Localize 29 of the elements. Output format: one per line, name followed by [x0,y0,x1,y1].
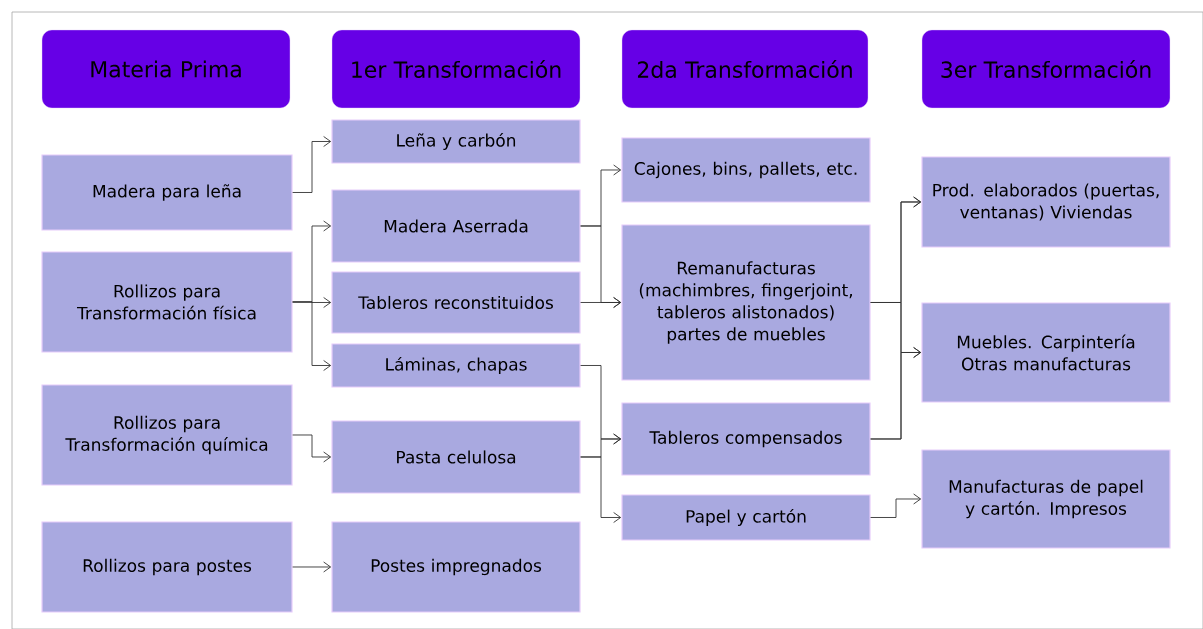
process-box: Remanufacturas (machimbres, fingerjoint, tableros alistonados) partes de muebles [621,224,871,381]
column-header: Materia Prima [41,29,291,109]
arrow [580,456,622,523]
process-box: Muebles. Carpintería Otras manufacturas [921,302,1171,403]
process-box: Prod. elaborados (puertas, ventanas) Viviendas [921,156,1171,248]
column-header: 3er Transformación [921,29,1171,109]
column-header: 2da Transformación [621,29,869,109]
process-box: Leña y carbón [331,119,581,164]
arrow [292,301,332,371]
arrow [292,434,332,463]
process-box: Madera para leña [41,154,293,231]
arrow [580,297,622,308]
arrow [292,136,332,193]
process-box: Rollizos para postes [41,521,293,613]
process-box: Rollizos para Transformación física [41,251,293,353]
arrow [870,493,922,518]
process-box: Cajones, bins, pallets, etc. [621,137,871,203]
process-box: Postes impregnados [331,521,581,613]
process-box: Tableros reconstituidos [331,271,581,334]
arrow [292,561,332,573]
process-box: Láminas, chapas [331,343,581,388]
process-box: Rollizos para Transformación química [41,384,293,486]
process-box: Tableros compensados [621,402,871,476]
arrow [870,347,922,440]
process-box: Papel y cartón [621,494,871,541]
process-box: Manufacturas de papel y cartón. Impresos [921,449,1171,549]
column-header: 1er Transformación [331,29,581,109]
process-box: Madera Aserrada [331,189,581,263]
process-box: Pasta celulosa [331,420,581,494]
